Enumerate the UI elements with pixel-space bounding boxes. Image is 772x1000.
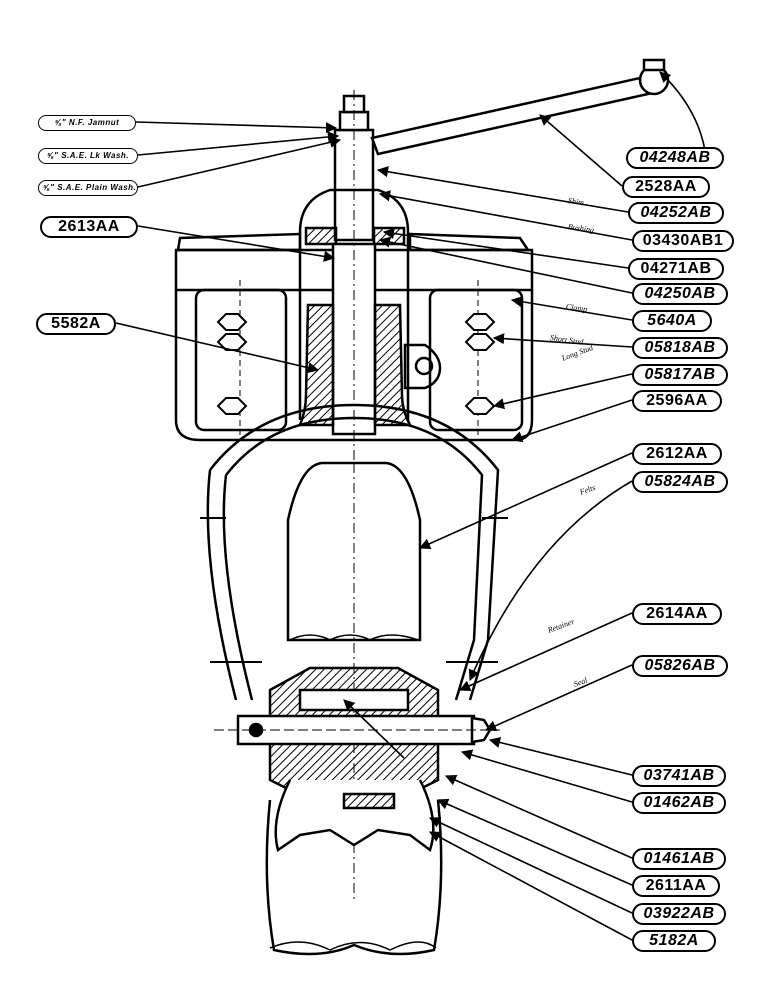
callout-03741AB: 03741AB [632, 765, 726, 787]
callout-5640A: 5640A [632, 310, 712, 332]
callout-03430AB1: 03430AB1 [632, 230, 734, 252]
callout-2596AA: 2596AA [632, 390, 722, 412]
kingpin-stem [298, 90, 413, 460]
callout-5582A: 5582A [36, 313, 116, 335]
callout-sae-plain-washer: ⅝" S.A.E. Plain Wash. [38, 180, 138, 196]
callout-2612AA: 2612AA [632, 443, 722, 465]
fork [200, 403, 508, 701]
callout-05818AB: 05818AB [632, 337, 728, 359]
callout-05826AB: 05826AB [632, 655, 728, 677]
callout-2613AA: 2613AA [40, 216, 138, 238]
callout-05824AB: 05824AB [632, 471, 728, 493]
callout-04271AB: 04271AB [628, 258, 724, 280]
callout-04252AB: 04252AB [628, 202, 724, 224]
callout-2614AA: 2614AA [632, 603, 722, 625]
stud-nuts [216, 313, 496, 415]
callout-sae-lock-washer: ⅝" S.A.E. Lk Wash. [38, 148, 138, 164]
wheel [214, 461, 500, 956]
callout-05817AB: 05817AB [632, 364, 728, 386]
callout-nf-jamnut: ⅝" N.F. Jamnut [38, 115, 136, 131]
callout-01462AB: 01462AB [632, 792, 726, 814]
housing [174, 232, 534, 442]
callout-03922AB: 03922AB [632, 903, 726, 925]
callout-04248AB: 04248AB [626, 147, 724, 169]
callout-2528AA: 2528AA [622, 176, 710, 198]
steering-arm [370, 58, 670, 156]
callout-01461AB: 01461AB [632, 848, 726, 870]
callout-2611AA: 2611AA [632, 875, 720, 897]
callout-5182A: 5182A [632, 930, 716, 952]
leader-lines [115, 71, 707, 941]
callout-04250AB: 04250AB [632, 283, 728, 305]
